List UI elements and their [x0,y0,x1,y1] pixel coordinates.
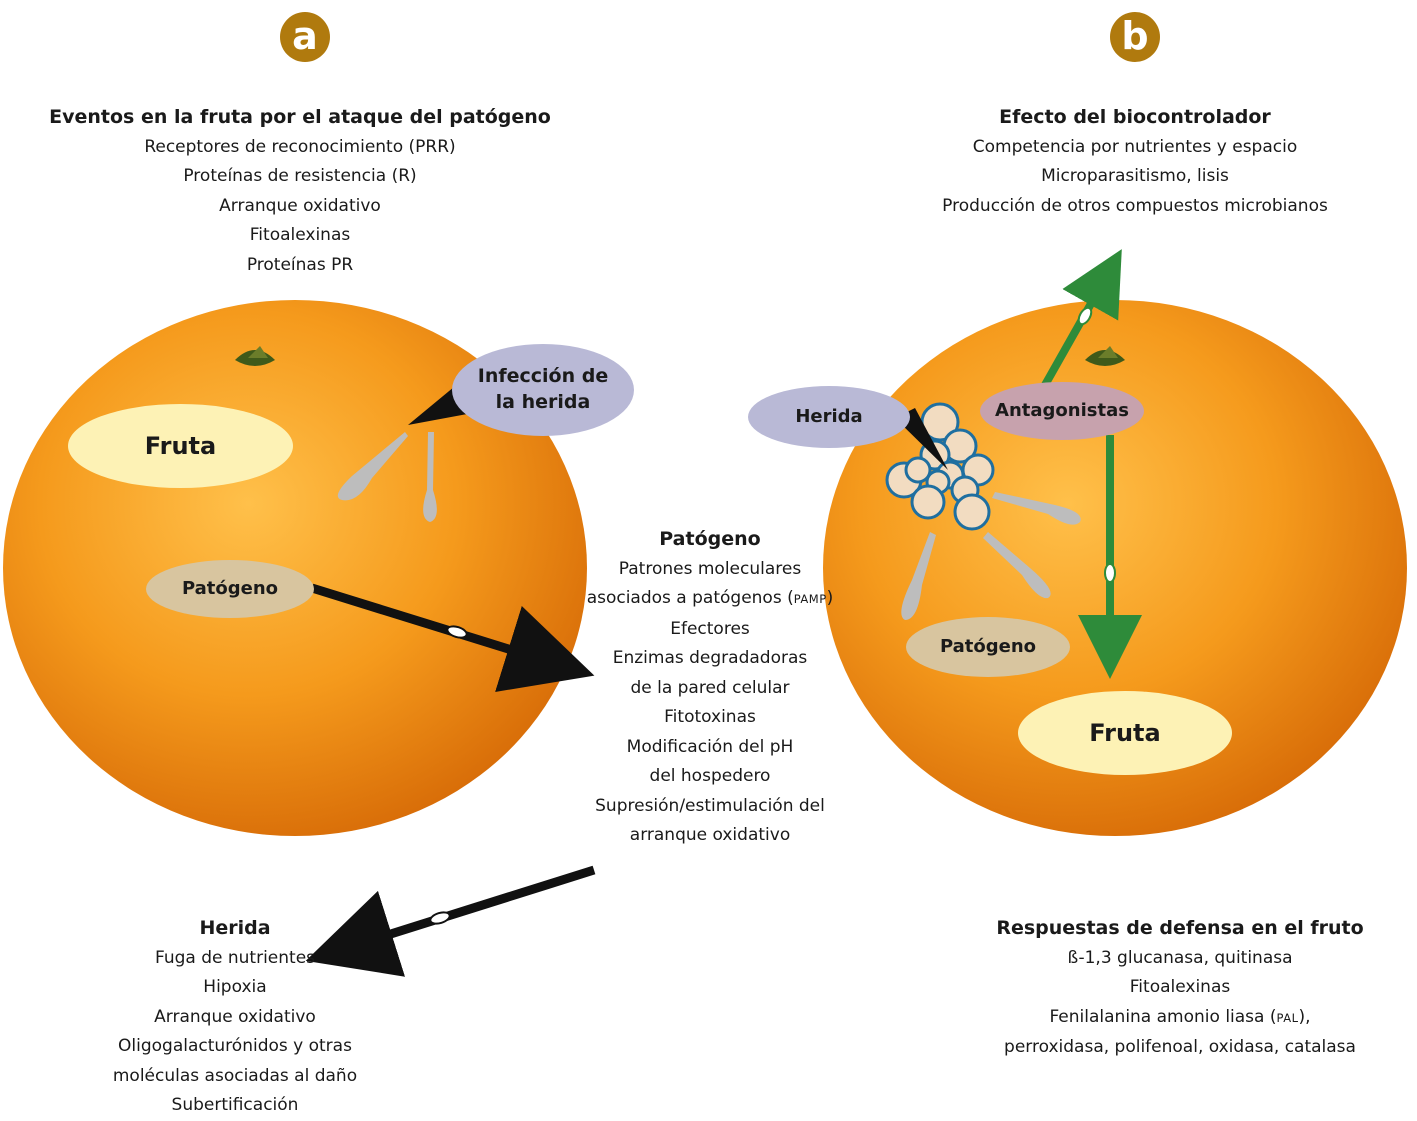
infection-label: Infección de la herida [452,344,634,436]
panel-label-a: a [280,12,330,62]
pathogen-block: Patógeno Patrones moleculares asociados … [545,525,875,851]
wound-item: Oligogalacturónidos y otras [50,1032,420,1062]
defense-block: Respuestas de defensa en el fruto ß-1,3 … [960,914,1400,1063]
wound-item: Subertificación [50,1091,420,1121]
panel-label-b: b [1110,12,1160,62]
wound-item: moléculas asociadas al daño [50,1062,420,1092]
fruit-events-item: Receptores de reconocimiento (PRR) [30,133,570,163]
wound-item: Hipoxia [50,973,420,1003]
wound-block: Herida Fuga de nutrientes Hipoxia Arranq… [50,914,420,1121]
pathogen-item: Fitotoxinas [545,703,875,733]
biocontrol-item: Microparasitismo, lisis [890,162,1380,192]
pathogen-block-title: Patógeno [545,525,875,555]
pathogen-label-right: Patógeno [906,617,1070,677]
pathogen-item-pamp-suffix: ) [827,588,834,608]
pathogen-item: del hospedero [545,762,875,792]
defense-item: Fitoalexinas [960,973,1400,1003]
fruit-label-left: Fruta [68,404,293,488]
defense-item-pal: Fenilalanina amonio liasa (PAL), [960,1003,1400,1034]
pathogen-item: Supresión/estimulación del [545,792,875,822]
pamp-abbreviation: PAMP [794,592,827,606]
defense-item-pal-prefix: Fenilalanina amonio liasa ( [1049,1007,1276,1027]
wound-block-title: Herida [50,914,420,944]
pal-abbreviation: PAL [1277,1011,1299,1025]
defense-item: ß-1,3 glucanasa, quitinasa [960,944,1400,974]
pathogen-item: Enzimas degradadoras [545,644,875,674]
biocontrol-block: Efecto del biocontrolador Competencia po… [890,103,1380,221]
wound-item: Arranque oxidativo [50,1003,420,1033]
pathogen-item-pamp: asociados a patógenos (PAMP) [545,584,875,615]
biocontrol-item: Competencia por nutrientes y espacio [890,133,1380,163]
wound-label: Herida [748,386,910,448]
arrow-antagonists-down [1105,435,1115,655]
pathogen-item: arranque oxidativo [545,821,875,851]
defense-item: perroxidasa, polifenoal, oxidasa, catala… [960,1033,1400,1063]
pathogen-item: Patrones moleculares [545,555,875,585]
pathogen-label-left: Patógeno [146,560,314,618]
biocontrol-title: Efecto del biocontrolador [890,103,1380,133]
biocontrol-item: Producción de otros compuestos microbian… [890,192,1380,222]
fruit-events-item: Arranque oxidativo [30,192,570,222]
antagonists-label: Antagonistas [980,382,1144,440]
defense-title: Respuestas de defensa en el fruto [960,914,1400,944]
fruit-events-item: Proteínas PR [30,251,570,281]
pathogen-item: Efectores [545,615,875,645]
defense-item-pal-suffix: ), [1298,1007,1310,1027]
pathogen-item: de la pared celular [545,674,875,704]
pathogen-item-pamp-prefix: asociados a patógenos ( [587,588,794,608]
fruit-events-item: Proteínas de resistencia (R) [30,162,570,192]
pathogen-item: Modificación del pH [545,733,875,763]
fruit-events-item: Fitoalexinas [30,221,570,251]
wound-item: Fuga de nutrientes [50,944,420,974]
fruit-events-title: Eventos en la fruta por el ataque del pa… [30,103,570,133]
fruit-events-block: Eventos en la fruta por el ataque del pa… [30,103,570,280]
fruit-label-right: Fruta [1018,691,1232,775]
